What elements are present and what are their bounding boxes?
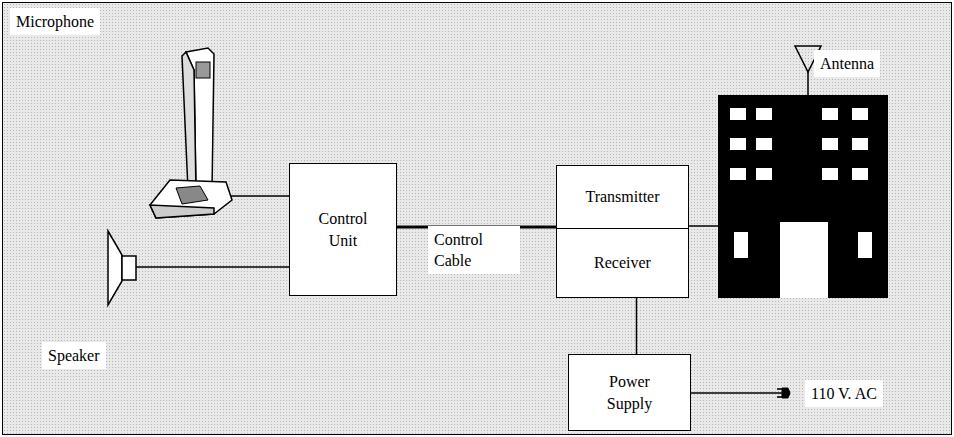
- speaker-icon: [108, 231, 136, 305]
- control-box: Control Unit: [289, 163, 397, 296]
- box-text: Receiver: [594, 252, 651, 274]
- text-group: Power Supply: [590, 371, 670, 415]
- cable-label: Control Cable: [428, 226, 520, 274]
- speaker-wire: [136, 266, 290, 268]
- box-text: Transmitter: [585, 186, 659, 208]
- power-wire: [636, 298, 638, 354]
- supply-label: 110 V. AC: [805, 380, 883, 407]
- part-label: Speaker: [42, 342, 106, 369]
- building-icon: [718, 95, 888, 298]
- microphone-wire: [231, 195, 290, 197]
- power-supply-box: Power Supply: [568, 354, 691, 431]
- microphone-icon: [150, 48, 232, 218]
- part-label: Microphone: [10, 8, 100, 35]
- antenna-icon: [795, 46, 821, 95]
- text-group: Receiver: [594, 252, 651, 274]
- part-label: Antenna: [814, 50, 880, 77]
- control-cable: [397, 226, 556, 229]
- box-text: Control Unit: [303, 208, 383, 252]
- box-text: Power Supply: [590, 371, 670, 415]
- feed-line: [689, 225, 718, 227]
- text-group: Transmitter: [585, 186, 659, 208]
- text-group: Control Unit: [303, 208, 383, 252]
- plug-symbol: [777, 388, 790, 398]
- transmitter-box: Transmitter: [556, 165, 689, 229]
- receiver-box: Receiver: [556, 228, 689, 298]
- mains-cord: [690, 392, 782, 394]
